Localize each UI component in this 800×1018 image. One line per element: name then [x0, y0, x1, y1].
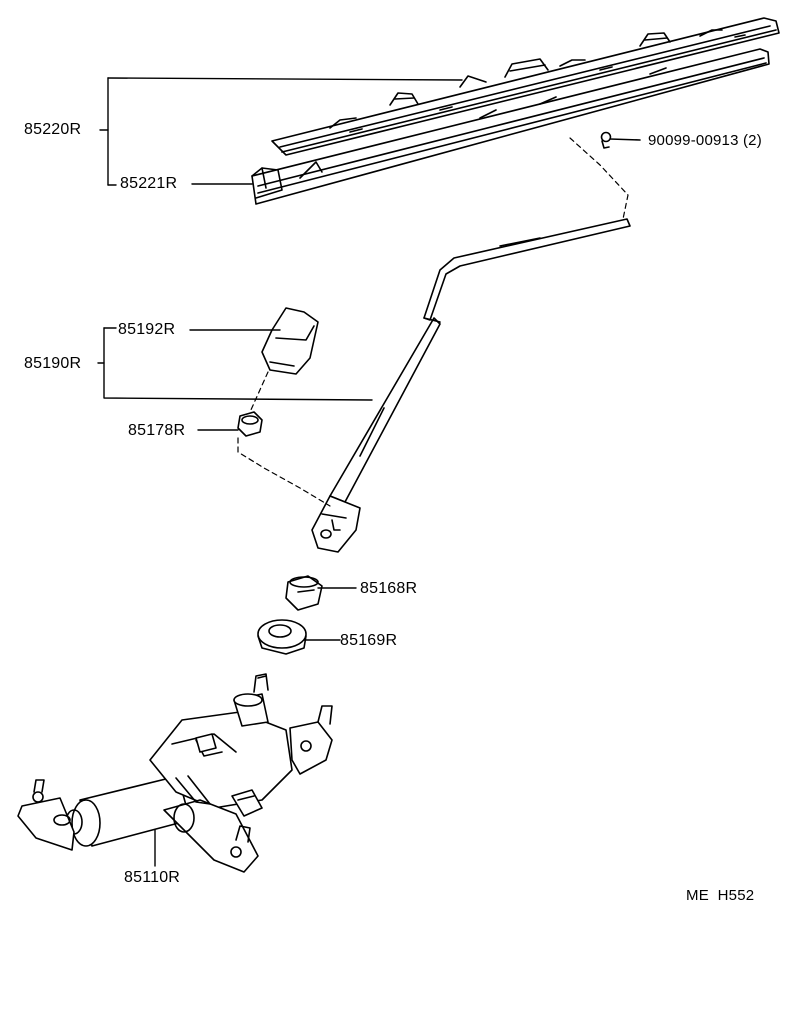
cushion-illustration [285, 575, 323, 611]
label-washer: 85169R [340, 632, 398, 649]
screw-illustration [600, 131, 641, 149]
label-blade-refill: 85221R [120, 175, 178, 192]
label-arm-assembly: 85190R [24, 355, 82, 372]
washer-illustration [257, 619, 307, 655]
label-arm-nut: 85178R [128, 422, 186, 439]
label-blade-assembly: 85220R [24, 121, 82, 138]
label-arm-cap: 85192R [118, 321, 176, 338]
nut-illustration [237, 411, 331, 507]
diagram-reference-code: ME H552 [686, 887, 755, 904]
label-cushion: 85168R [360, 580, 418, 597]
wiper-motor-illustration [17, 673, 333, 873]
label-screw: 90099-00913 (2) [648, 132, 762, 149]
leader-lines [97, 77, 463, 867]
arm-cap-illustration [249, 307, 319, 413]
label-motor-assembly: 85110R [124, 869, 181, 886]
wiper-blade-illustration [251, 17, 780, 220]
wiper-arm-illustration [311, 218, 631, 553]
